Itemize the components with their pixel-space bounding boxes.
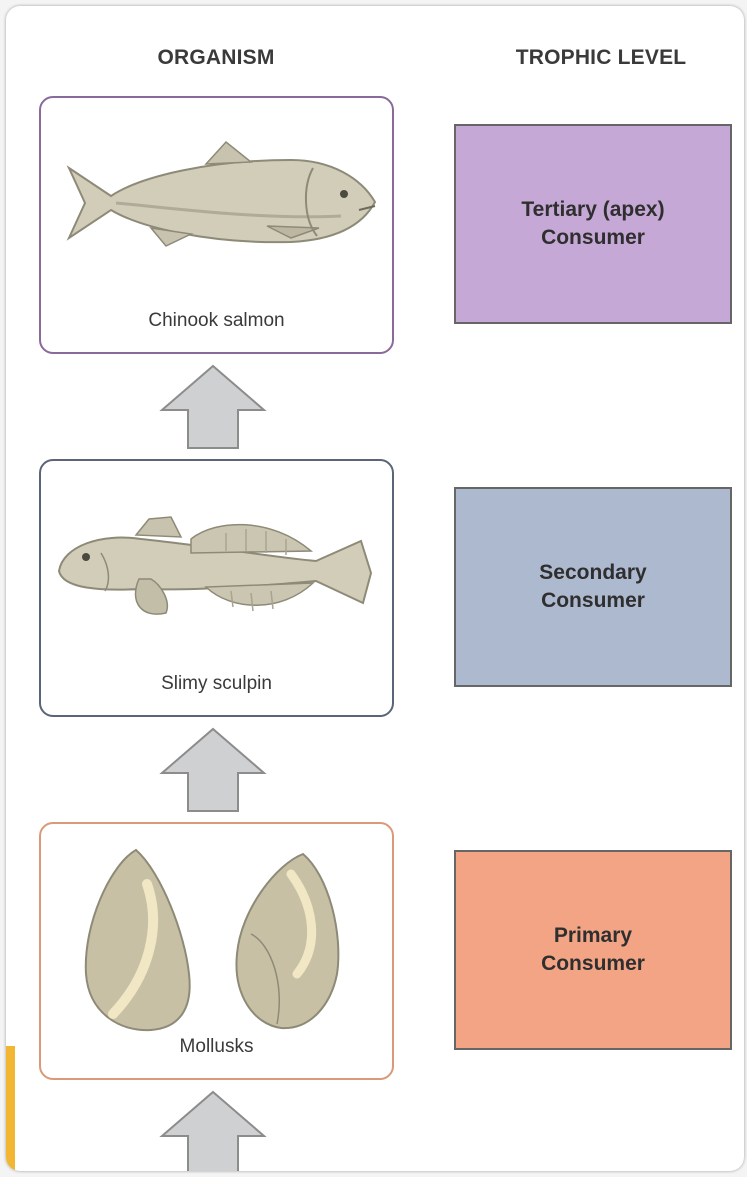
organism-box-chinook-salmon: Chinook salmon [39, 96, 394, 354]
trophic-level-label: Secondary Consumer [539, 559, 646, 615]
up-arrow-icon [158, 727, 268, 813]
trophic-level-header: TROPHIC LEVEL [461, 46, 741, 70]
organism-header: ORGANISM [106, 46, 326, 70]
up-arrow-icon [158, 1090, 268, 1171]
trophic-level-label: Tertiary (apex) Consumer [521, 196, 664, 252]
organism-label: Mollusks [41, 1036, 392, 1058]
trophic-level-tertiary: Tertiary (apex) Consumer [454, 124, 732, 324]
organism-label: Chinook salmon [41, 310, 392, 332]
organism-box-mollusks: Mollusks [39, 822, 394, 1080]
trophic-level-primary: Primary Consumer [454, 850, 732, 1050]
up-arrow-icon [158, 364, 268, 450]
trophic-level-label: Primary Consumer [541, 922, 645, 978]
organism-label: Slimy sculpin [41, 673, 392, 695]
organism-box-slimy-sculpin: Slimy sculpin [39, 459, 394, 717]
trophic-level-secondary: Secondary Consumer [454, 487, 732, 687]
accent-bar [6, 1046, 15, 1171]
trophic-level-diagram: ORGANISM TROPHIC LEVEL Chinook salmon [6, 6, 744, 1171]
